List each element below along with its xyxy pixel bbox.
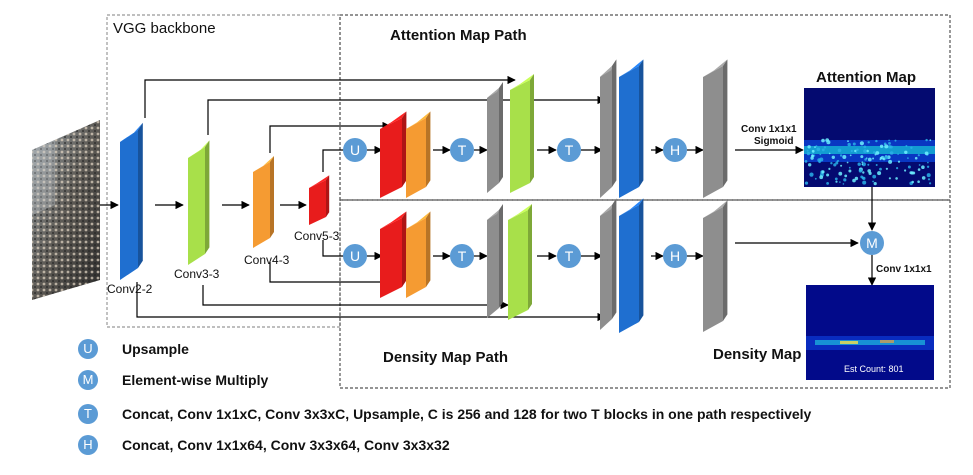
- legend-upsample-text: Upsample: [122, 341, 189, 357]
- attention-upsampled-red-block: [380, 111, 407, 198]
- legend-multiply-text: Element-wise Multiply: [122, 372, 269, 388]
- head-h-circle-attention-symbol: H: [670, 142, 680, 158]
- conv4-3-label: Conv4-3: [244, 253, 290, 267]
- multiply-m-circle-symbol: M: [866, 235, 878, 251]
- concat-t-circle-attention-1-symbol: T: [458, 142, 467, 158]
- attention-path-title: Attention Map Path: [390, 27, 527, 44]
- density-conv3-copy-block: [508, 204, 532, 320]
- connection-arrows: [100, 75, 877, 322]
- head-h-circle-density-symbol: H: [670, 248, 680, 264]
- conv3-3-block: [188, 140, 210, 265]
- density-conv2-copy-block: [619, 198, 644, 333]
- attention-map-image: [804, 88, 935, 187]
- conv5-3-label: Conv5-3: [294, 229, 340, 243]
- operation-circles: U T T H U T T H M: [343, 138, 884, 268]
- attention-conv-label: Conv 1x1x1: [741, 124, 797, 135]
- density-gray-block-2: [600, 198, 617, 330]
- density-map-image: [806, 285, 934, 380]
- upsample-circle-icon: U: [78, 339, 98, 359]
- attention-conv3-copy-block: [510, 74, 534, 193]
- sigmoid-label: Sigmoid: [754, 136, 794, 147]
- attention-gray-block-1: [487, 82, 503, 193]
- density-path-title: Density Map Path: [383, 349, 509, 366]
- attention-gray-block-3: [703, 59, 728, 198]
- density-upsampled-red-block: [380, 211, 407, 298]
- upsample-circle-attention-symbol: U: [350, 142, 360, 158]
- density-gray-block-3: [703, 200, 728, 332]
- concat-t-circle-density-2-symbol: T: [565, 248, 574, 264]
- concat-t-circle-density-1: T: [450, 244, 474, 268]
- vgg-backbone-box: [106, 14, 341, 328]
- concat-t-circle-icon: T: [78, 404, 98, 424]
- upsample-circle-density: U: [343, 244, 367, 268]
- attention-map-title: Attention Map: [816, 69, 916, 86]
- head-h-circle-attention: H: [663, 138, 687, 162]
- concat-t-circle-attention-1: T: [450, 138, 474, 162]
- conv3-3-label: Conv3-3: [174, 267, 220, 281]
- conv2-2-label: Conv2-2: [107, 282, 153, 296]
- density-map-title: Density Map: [713, 346, 802, 363]
- est-count-label: Est Count: 801: [844, 364, 904, 374]
- attention-conv2-copy-block: [619, 59, 644, 198]
- legend-concat-t-text: Concat, Conv 1x1xC, Conv 3x3xC, Upsample…: [122, 406, 812, 422]
- concat-t-circle-density-2: T: [557, 244, 581, 268]
- concat-t-circle-density-1-symbol: T: [458, 248, 467, 264]
- density-conv4-copy-block: [406, 211, 431, 298]
- density-path-box: [339, 199, 951, 389]
- legend-head-h-text: Concat, Conv 1x1x64, Conv 3x3x64, Conv 3…: [122, 437, 450, 453]
- density-conv-label: Conv 1x1x1: [876, 264, 932, 275]
- density-gray-block-1: [487, 204, 503, 318]
- multiply-m-circle: M: [860, 231, 884, 255]
- vgg-backbone-title: VGG backbone: [113, 20, 216, 37]
- attention-gray-block-2: [600, 59, 617, 198]
- attention-conv4-copy-block: [406, 111, 431, 198]
- head-h-circle-density: H: [663, 244, 687, 268]
- conv2-2-block: [120, 122, 143, 280]
- multiply-circle-icon: M: [78, 370, 98, 390]
- concat-t-circle-attention-2-symbol: T: [565, 142, 574, 158]
- upsample-circle-attention: U: [343, 138, 367, 162]
- layer-blocks: [120, 59, 728, 333]
- input-crowd-image: [32, 120, 100, 300]
- conv5-3-block: [309, 175, 330, 225]
- concat-t-circle-attention-2: T: [557, 138, 581, 162]
- upsample-circle-density-symbol: U: [350, 248, 360, 264]
- conv4-3-block: [253, 156, 274, 248]
- head-h-circle-icon: H: [78, 435, 98, 455]
